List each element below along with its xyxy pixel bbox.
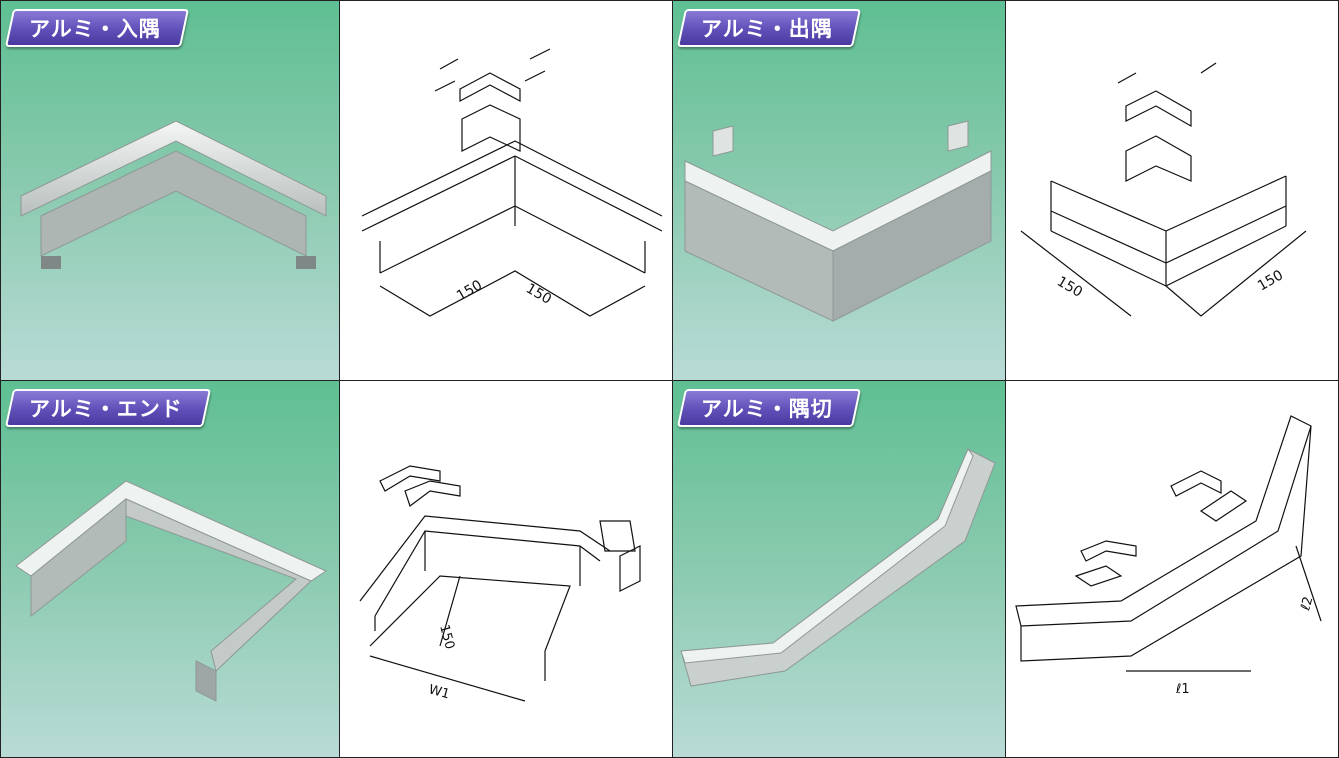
- label-end: アルミ・エンド: [4, 389, 211, 427]
- photo-inner-corner: アルミ・入隅: [0, 0, 340, 381]
- photo-chamfer: アルミ・隅切: [672, 380, 1006, 758]
- end-dim-width: W1: [427, 682, 451, 702]
- chamfer-dim-l1: ℓ1: [1175, 682, 1190, 697]
- label-outer-corner: アルミ・出隅: [676, 9, 861, 47]
- drawing-outer-corner: 150 150: [1005, 0, 1339, 381]
- end-drawing: 150 W1: [359, 465, 641, 702]
- photo-outer-corner: アルミ・出隅: [672, 0, 1006, 381]
- inner-corner-photo-illustration: [20, 120, 327, 269]
- outer-corner-drawing: 150 150: [1020, 62, 1307, 317]
- inner-corner-drawing: 150 150: [361, 48, 663, 317]
- drawing-end: 150 W1: [339, 380, 673, 758]
- inner-corner-dim-b: 150: [523, 281, 554, 308]
- end-dim-depth: 150: [436, 623, 457, 651]
- end-photo-illustration: [15, 480, 328, 702]
- chamfer-drawing: ℓ1 ℓ2: [1015, 415, 1322, 697]
- inner-corner-dim-a: 150: [454, 277, 485, 304]
- label-chamfer: アルミ・隅切: [676, 389, 861, 427]
- outer-corner-dim-b: 150: [1255, 267, 1286, 294]
- chamfer-photo-illustration: [680, 447, 996, 687]
- outer-corner-photo-illustration: [684, 120, 992, 322]
- drawing-chamfer: ℓ1 ℓ2: [1005, 380, 1339, 758]
- chamfer-dim-l2: ℓ2: [1298, 595, 1316, 613]
- label-inner-corner: アルミ・入隅: [4, 9, 189, 47]
- photo-end: アルミ・エンド: [0, 380, 340, 758]
- drawing-inner-corner: 150 150: [339, 0, 673, 381]
